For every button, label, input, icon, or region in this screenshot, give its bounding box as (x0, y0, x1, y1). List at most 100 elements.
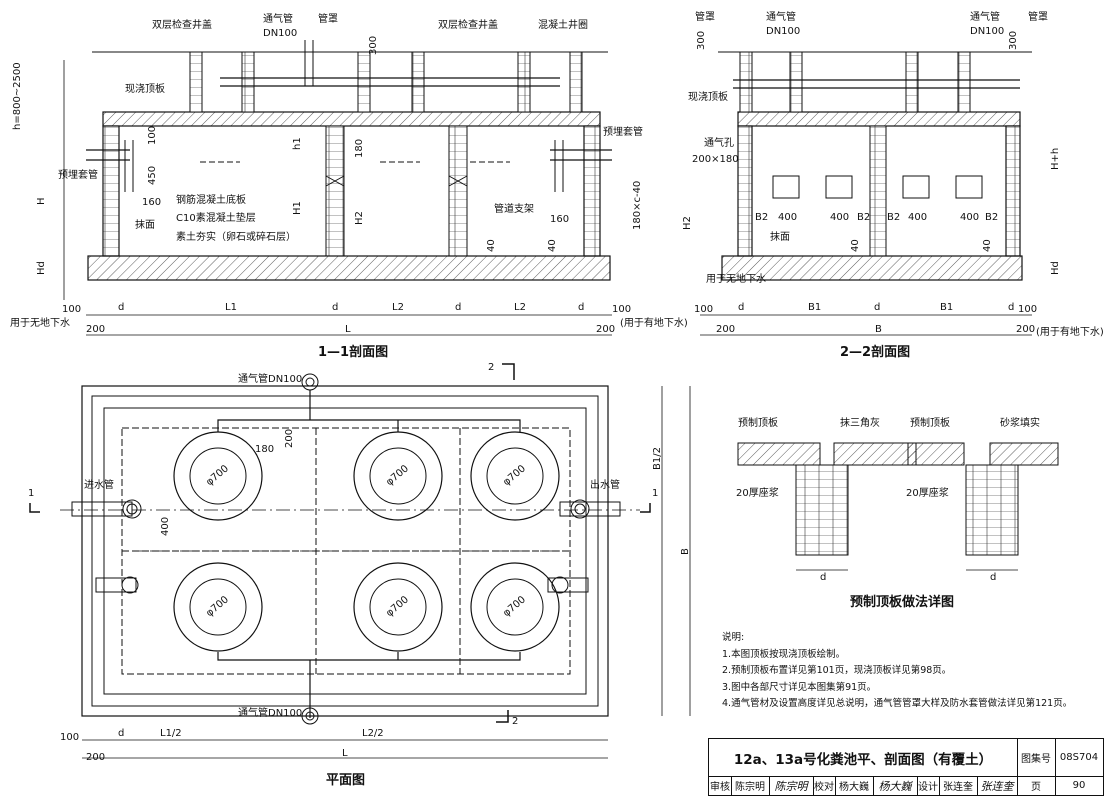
title-block: 12a、13a号化粪池平、剖面图（有覆土） 图集号 08S704 审核 陈宗明 … (708, 738, 1104, 796)
note-item-2: 2.预制顶板布置详见第101页，现浇顶板详见第98页。 (722, 665, 952, 676)
dim-180: 180 (354, 139, 365, 158)
plan-dim-L: L (342, 748, 348, 759)
note-item-3: 3.图中各部尺寸详见本图集第91页。 (722, 681, 877, 693)
dim-200a-22: 200 (716, 324, 735, 335)
label-double-cover-left: 双层检查井盖 (152, 18, 212, 31)
dim-400b-22: 400 (830, 212, 849, 223)
label-with-gw-22: (用于有地下水) (1036, 325, 1104, 338)
label-vent-pipe-left-22: 通气管 (766, 10, 796, 23)
label-mortar-left: 20厚座浆 (736, 486, 779, 499)
label-precast-right: 预制顶板 (910, 416, 950, 429)
dim-B1b-22: B1 (940, 302, 953, 313)
plan-dim-400: 400 (160, 517, 171, 536)
dim-h1: h1 (292, 137, 303, 150)
page-label: 页 (1017, 776, 1056, 795)
cut-1-left: 1 (28, 488, 34, 499)
plan-dim-200: 200 (284, 429, 295, 448)
section-2-2-title: 2—2剖面图 (840, 344, 910, 360)
dim-d-a-22: d (738, 302, 744, 313)
dim-B1a-22: B1 (808, 302, 821, 313)
manhole-5 (353, 562, 443, 652)
label-pipe-bracket: 管道支架 (494, 202, 534, 215)
dim-200b: 200 (596, 324, 615, 335)
label-buried-sleeve-left: 预埋套管 (58, 168, 98, 181)
dim-B2c-22: B2 (887, 212, 900, 223)
dim-H2-22: H2 (682, 216, 693, 230)
dim-c40-22: 180×c-40 (632, 181, 643, 230)
plan-title: 平面图 (326, 773, 365, 788)
design-label: 设计 (917, 776, 940, 795)
dim-400c-22: 400 (908, 212, 927, 223)
dim-40a: 40 (486, 239, 497, 252)
note-item-4: 4.通气管材及设置高度详见总说明，通气管管罩大样及防水套管做法详见第121页。 (722, 698, 1073, 709)
circle-label-5: φ700 (384, 594, 411, 619)
circle-label-1: φ700 (204, 463, 231, 488)
dim-40b: 40 (547, 239, 558, 252)
plan-dim-B1-2: B1/2 (652, 447, 663, 470)
dim-L2a: L2 (392, 302, 404, 313)
circle-label-2: φ700 (384, 463, 411, 488)
dim-B2a-22: B2 (755, 212, 768, 223)
label-pipe-hood-right-22: 管罩 (1028, 10, 1048, 23)
note-item-1: 1.本图顶板按现浇顶板绘制。 (722, 648, 846, 660)
dim-300a-22: 300 (696, 31, 707, 50)
plan-dim-L2-2: L2/2 (362, 728, 384, 739)
dim-H2: H2 (354, 211, 365, 225)
checker-signature: 杨大巍 (873, 776, 918, 795)
label-mortar-fill: 砂浆填实 (1000, 416, 1040, 429)
label-cast-roof: 现浇顶板 (125, 82, 165, 95)
circle-label-6: φ700 (501, 594, 528, 619)
manhole-4 (173, 562, 263, 652)
section-1-1-text: 双层检查井盖 通气管 DN100 管罩 双层检查井盖 混凝土井圈 现浇顶板 预埋… (10, 12, 688, 360)
drawing-title: 12a、13a号化粪池平、剖面图（有覆土） (709, 739, 1018, 776)
label-pipe-hood-left-22: 管罩 (695, 10, 715, 23)
title-block-top-row (709, 739, 1103, 777)
page-no: 90 (1072, 780, 1086, 791)
dim-40b-22: 40 (982, 239, 993, 252)
label-precast-left: 预制顶板 (738, 416, 778, 429)
label-buried-sleeve-right: 预埋套管 (603, 125, 643, 138)
reviewer: 陈宗明 (731, 776, 770, 795)
label-no-gw-22: 用于无地下水 (706, 272, 766, 285)
dim-160a: 160 (142, 197, 161, 208)
designer-signature: 张连奎 (977, 776, 1018, 795)
dim-450: 450 (147, 166, 158, 185)
designer: 张连奎 (939, 776, 978, 795)
precast-detail (737, 442, 1059, 571)
plan-dim-B: B (680, 548, 691, 555)
label-inlet: 进水管 (84, 478, 114, 491)
dim-L2b: L2 (514, 302, 526, 313)
label-no-gw: 用于无地下水 (10, 316, 70, 329)
label-mortar-right: 20厚座浆 (906, 486, 949, 499)
section-2-2-text: 管罩 通气管 DN100 通气管 DN100 管罩 现浇顶板 通气孔 200×1… (632, 10, 1104, 360)
dim-400a-22: 400 (778, 212, 797, 223)
plan-dim-L1-2: L1/2 (160, 728, 182, 739)
dim-B-22: B (875, 324, 882, 335)
dim-Hh-22: H+h (1050, 148, 1061, 170)
dim-Hd-22: Hd (1050, 261, 1061, 275)
check-label: 校对 (813, 776, 836, 795)
atlas-label: 图集号 (1017, 739, 1056, 776)
label-rammed: 素土夯实（卵石或碎石层） (176, 230, 296, 243)
label-rc-bottom: 钢筋混凝土底板 (176, 193, 246, 206)
dim-200a: 200 (86, 324, 105, 335)
plan-view (29, 363, 691, 759)
label-d-right: d (990, 572, 996, 583)
dim-100b-22: 100 (1018, 304, 1037, 315)
label-plaster-22: 抹面 (770, 230, 790, 243)
dim-400d-22: 400 (960, 212, 979, 223)
precast-detail-text: 预制顶板 抹三角灰 预制顶板 砂浆填实 20厚座浆 20厚座浆 d d 预制顶板… (736, 416, 1040, 610)
dim-d-b: d (332, 302, 338, 313)
manhole-3 (470, 431, 560, 521)
label-vent-hole-size-22: 200×180 (692, 154, 739, 165)
dim-H1: H1 (292, 201, 303, 215)
manhole-6 (470, 562, 560, 652)
label-outlet: 出水管 (590, 478, 620, 491)
cut-2-bottom: 2 (512, 716, 518, 727)
dim-B2d-22: B2 (985, 212, 998, 223)
dim-B2b-22: B2 (857, 212, 870, 223)
label-vent-hole-22: 通气孔 (704, 136, 734, 149)
plan-dim-d: d (118, 728, 124, 739)
